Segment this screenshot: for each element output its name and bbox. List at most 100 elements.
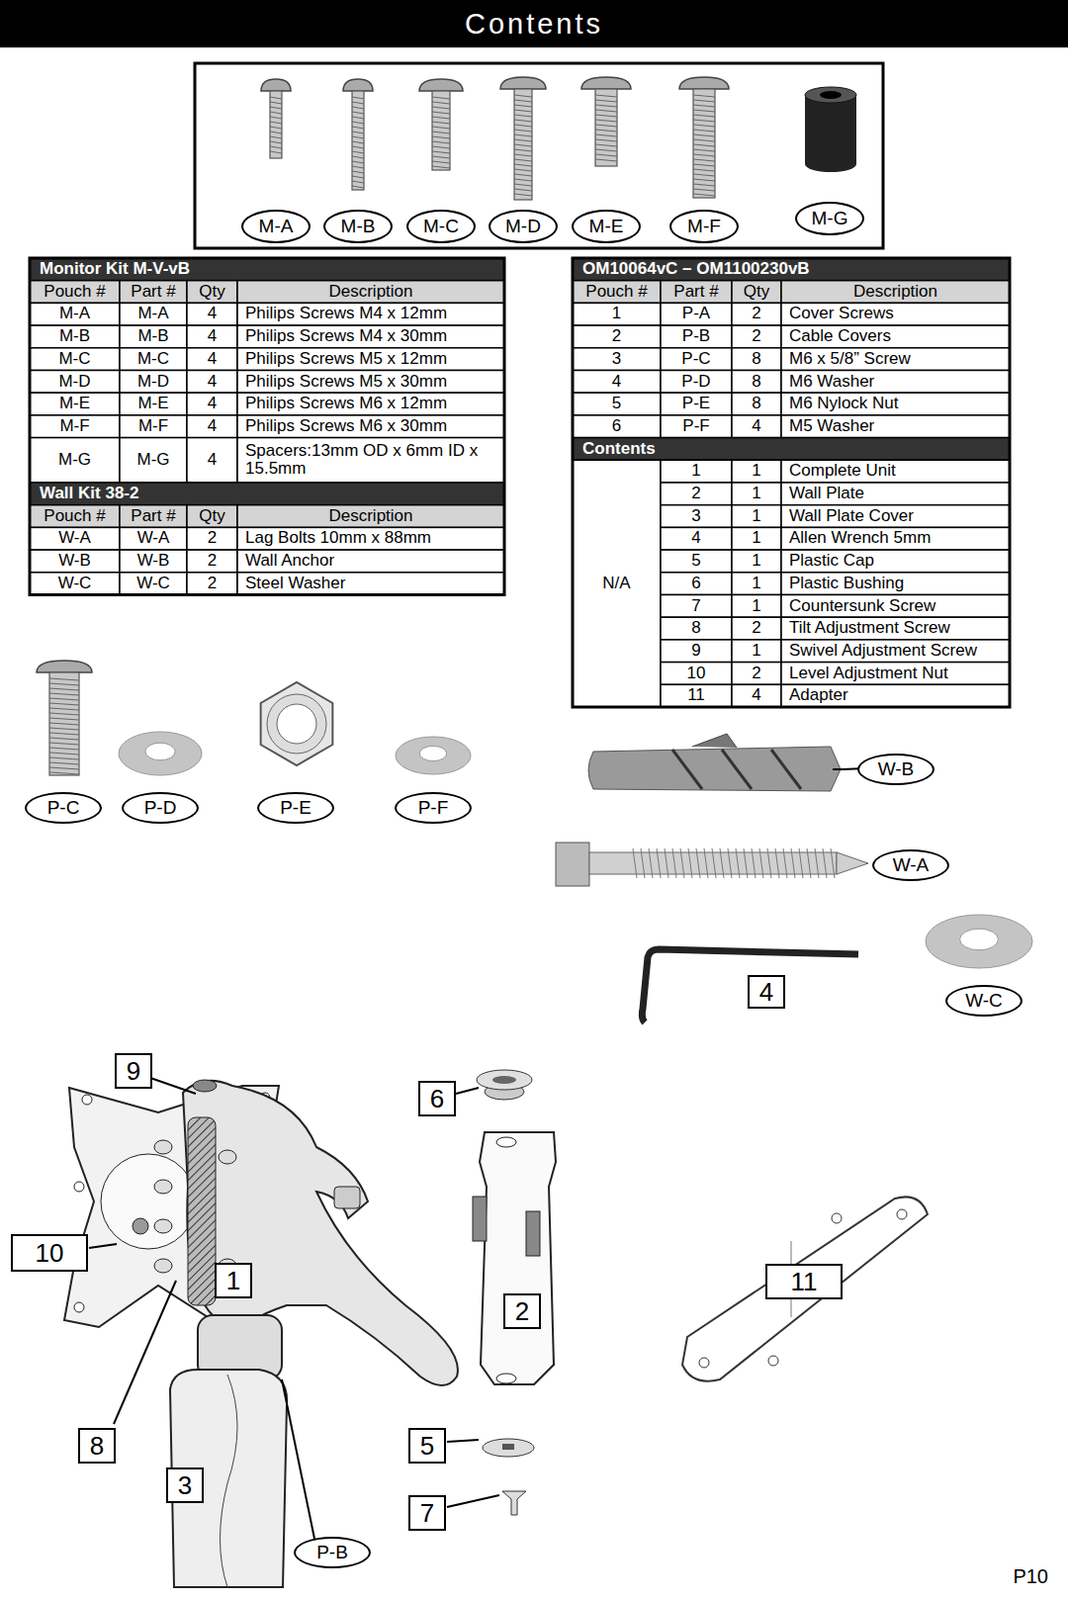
table-cell: 4: [660, 527, 732, 550]
table-cell: 10: [660, 662, 732, 686]
table-cell-frame: [660, 684, 732, 708]
screw-m6-short: [581, 77, 631, 167]
callout-number: 6: [418, 1080, 456, 1117]
table-cell: Tilt Adjustment Screw: [781, 617, 1010, 640]
table-cell-frame: [660, 572, 732, 596]
table-cell-frame: [29, 280, 120, 304]
screw-p-c: [36, 660, 92, 776]
callout-number: 7: [408, 1495, 446, 1531]
table-cell: 6: [660, 572, 732, 596]
table-cell: 8: [660, 617, 732, 640]
callout-text: P-B: [316, 1541, 349, 1564]
table-cell: 4: [186, 370, 238, 394]
callout-number: 2: [503, 1293, 541, 1330]
table-cell: 4: [186, 302, 238, 326]
table-cell: M-F: [29, 415, 120, 439]
table-cell: 1: [572, 302, 661, 326]
table-cell-frame: [781, 617, 1010, 640]
table-cell-frame: [781, 549, 1010, 573]
countersunk-screw: [502, 1491, 527, 1515]
table-cell-frame: [119, 438, 187, 483]
table-cell-frame: [29, 482, 505, 506]
table-cell-frame: [186, 505, 238, 529]
table-cell: 2: [572, 325, 661, 349]
leader-line: [150, 1077, 196, 1094]
washer-p-f: [395, 736, 471, 775]
table-cell: 11: [660, 684, 732, 708]
table-cell: W-A: [29, 527, 120, 550]
table-cell: M-A: [29, 302, 120, 326]
table-cell: 2: [186, 527, 238, 550]
table-cell: 1: [731, 527, 782, 550]
callout-text: M-G: [811, 207, 849, 230]
table-cell-frame: [119, 325, 187, 349]
table-frame: [29, 258, 505, 596]
table-cell-frame: [781, 662, 1010, 686]
table-cell: Wall Plate Cover: [781, 505, 1010, 529]
table-cell-frame: [781, 482, 1010, 506]
table-cell-frame: [660, 617, 732, 640]
table-cell: 8: [731, 348, 782, 371]
callout-text: M-A: [259, 215, 294, 238]
table-cell-frame: [119, 549, 187, 573]
table-cell-frame: [660, 370, 732, 394]
leader-line: [113, 1280, 177, 1424]
table-cell: Level Adjustment Nut: [781, 662, 1010, 686]
table-cell-frame: [29, 527, 120, 550]
table-cell: M-D: [29, 370, 120, 394]
callout-number: 3: [166, 1467, 204, 1504]
table-cell: M-G: [29, 438, 120, 483]
callout-number: 1: [214, 1262, 253, 1299]
table-cell-frame: [237, 549, 505, 573]
table-cell-frame: [186, 415, 238, 439]
table-cell: Pouch #: [29, 280, 120, 304]
table-cell: M-E: [119, 392, 187, 416]
table-cell-frame: [731, 302, 782, 326]
table-heading: OM10064vC – OM1100230vB: [572, 258, 1010, 281]
table-cell-frame: [237, 325, 505, 349]
table-cell-frame: [660, 302, 732, 326]
table-cell: Qty: [186, 280, 238, 304]
table-cell-frame: [237, 415, 505, 439]
title-bar: [0, 0, 1068, 48]
table-cell: 2: [186, 549, 238, 573]
part-callout: M-G: [795, 201, 865, 236]
part-callout: P-B: [293, 1536, 371, 1569]
table-cell-frame: [660, 325, 732, 349]
table-cell-frame: [29, 392, 120, 416]
callout-text: 8: [89, 1430, 104, 1462]
callout-text: 10: [35, 1238, 65, 1269]
callout-text: 7: [420, 1498, 435, 1529]
plastic-bushing: [476, 1069, 533, 1100]
table-cell-frame: [781, 595, 1010, 619]
callout-text: P-E: [279, 797, 312, 819]
table-cell: 2: [731, 662, 782, 686]
table-cell: Cable Covers: [781, 325, 1010, 349]
table-cell: Countersunk Screw: [781, 595, 1010, 619]
table-cell: M6 Washer: [781, 370, 1010, 394]
table-cell: 1: [731, 482, 782, 506]
part-callout: M-F: [669, 209, 739, 244]
table-cell-frame: [29, 348, 120, 371]
screw-m5-short: [419, 79, 463, 171]
table-cell: Pouch #: [572, 280, 661, 304]
table-cell: W-C: [29, 572, 120, 596]
table-cell: Philips Screws M6 x 30mm: [237, 415, 505, 439]
part-callout: M-C: [406, 209, 476, 244]
nylock-nut: [261, 682, 334, 766]
table-cell: 1: [731, 459, 782, 483]
table-cell: Part #: [660, 280, 732, 304]
callout-text: M-B: [341, 215, 376, 238]
callout-text: 5: [420, 1430, 435, 1462]
table-cell: 1: [731, 639, 782, 663]
parts-frame: [194, 63, 884, 249]
table-cell: 4: [186, 415, 238, 439]
washer-p-d: [118, 731, 202, 776]
table-cell-frame: [781, 280, 1010, 304]
page-number: P10: [949, 1562, 1049, 1591]
table-cell: Plastic Bushing: [781, 572, 1010, 596]
table-cell-frame: [29, 505, 120, 529]
table-cell: Philips Screws M4 x 12mm: [237, 302, 505, 326]
callout-text: 9: [126, 1056, 141, 1087]
table-cell: Part #: [119, 280, 187, 304]
